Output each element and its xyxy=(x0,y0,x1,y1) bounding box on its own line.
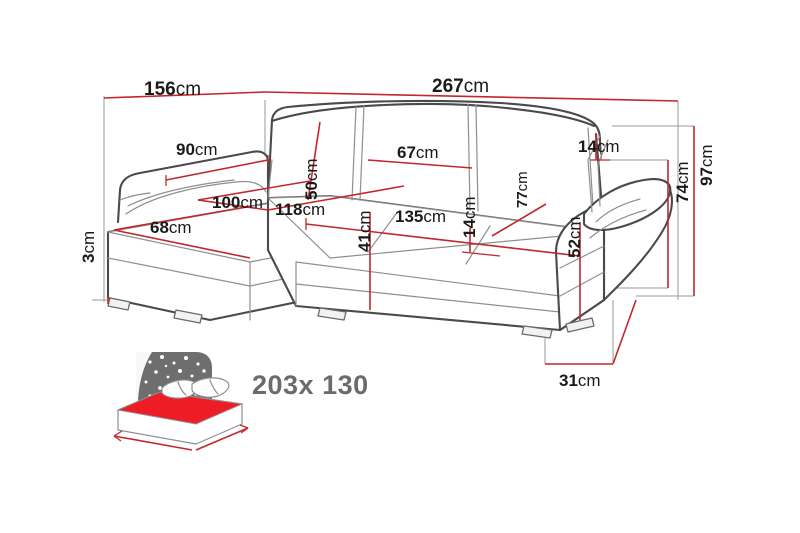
dimension-unit: cm xyxy=(697,144,716,168)
dimension-value: 50 xyxy=(302,181,321,200)
dimension-unit: cm xyxy=(355,210,374,234)
dimension-label-seat-cushion-width: 67cm xyxy=(397,144,439,161)
dimension-value: 156 xyxy=(144,79,176,100)
dimension-value: 14 xyxy=(460,219,479,238)
dimension-value: 135 xyxy=(395,207,424,226)
dimension-unit: cm xyxy=(415,143,439,162)
dimension-value: 3 xyxy=(79,253,98,263)
dimension-label-chaise-seat-width: 68cm xyxy=(150,219,192,236)
dimension-value: 52 xyxy=(565,239,584,258)
dimension-value: 14 xyxy=(578,137,597,156)
top-dimension-lines xyxy=(103,91,679,102)
dimension-unit: cm xyxy=(175,79,202,100)
dimension-label-seat-height-front: 41cm xyxy=(355,210,374,252)
dimension-unit: cm xyxy=(596,137,620,156)
dimension-unit: cm xyxy=(565,216,584,240)
dimension-unit: cm xyxy=(168,218,192,237)
dimension-unit: cm xyxy=(577,371,601,390)
sofa-legs xyxy=(107,297,595,339)
dimension-label-overall-depth-left: 156cm xyxy=(144,80,201,99)
dimension-unit: cm xyxy=(460,196,479,220)
dimension-label-total-height: 97cm xyxy=(697,144,716,186)
sofa-illustration xyxy=(106,99,673,339)
dimension-unit: cm xyxy=(514,171,531,192)
dimension-value: 118 xyxy=(275,200,303,219)
dimension-value: 74 xyxy=(673,184,692,203)
extension-guide-lines xyxy=(92,96,694,364)
dimension-value: 68 xyxy=(150,218,169,237)
dimension-value: 41 xyxy=(355,233,374,252)
dimension-label-seat-depth-right: 77cm xyxy=(514,171,531,208)
sofa-dimension-lines xyxy=(107,121,695,365)
dimension-unit: cm xyxy=(463,76,490,97)
dimension-value: 31 xyxy=(559,371,578,390)
dimension-unit: cm xyxy=(194,140,218,159)
bed-sleeping-area-icon xyxy=(113,352,249,451)
dimension-unit: cm xyxy=(240,193,264,212)
dimension-unit: cm xyxy=(79,230,98,254)
dimension-label-leg-height: 3cm xyxy=(79,230,98,263)
dimension-value: 67 xyxy=(397,143,416,162)
dimension-unit: cm xyxy=(673,161,692,185)
dimension-label-right-arm-top-width: 14cm xyxy=(578,138,620,155)
dimension-label-overall-width-right: 267cm xyxy=(432,77,489,96)
dimension-label-seat-front-edge: 14cm xyxy=(460,196,479,238)
dimension-value: 77 xyxy=(514,191,531,208)
dimension-label-backrest-height: 50cm xyxy=(302,158,321,200)
dimension-value: 97 xyxy=(697,167,716,186)
dimension-label-main-seat-width: 135cm xyxy=(395,208,446,225)
dimension-label-arm-outer-height: 74cm xyxy=(673,161,692,203)
dimension-label-arm-outer-depth: 31cm xyxy=(559,372,601,389)
dimension-value: 267 xyxy=(432,76,464,97)
dimension-label-arm-height: 52cm xyxy=(565,216,584,258)
dimension-label-chaise-arm-depth: 90cm xyxy=(176,141,218,158)
dimension-unit: cm xyxy=(302,200,326,219)
dimension-unit: cm xyxy=(423,207,447,226)
dimension-value: 100 xyxy=(212,193,241,212)
dimension-label-chaise-corner-depth: 118cm xyxy=(275,201,325,218)
dimension-value: 90 xyxy=(176,140,195,159)
dimension-unit: cm xyxy=(302,158,321,182)
sleeping-area-size-label: 203x 130 xyxy=(252,370,369,400)
dimension-label-chaise-seat-depth: 100cm xyxy=(212,194,263,211)
